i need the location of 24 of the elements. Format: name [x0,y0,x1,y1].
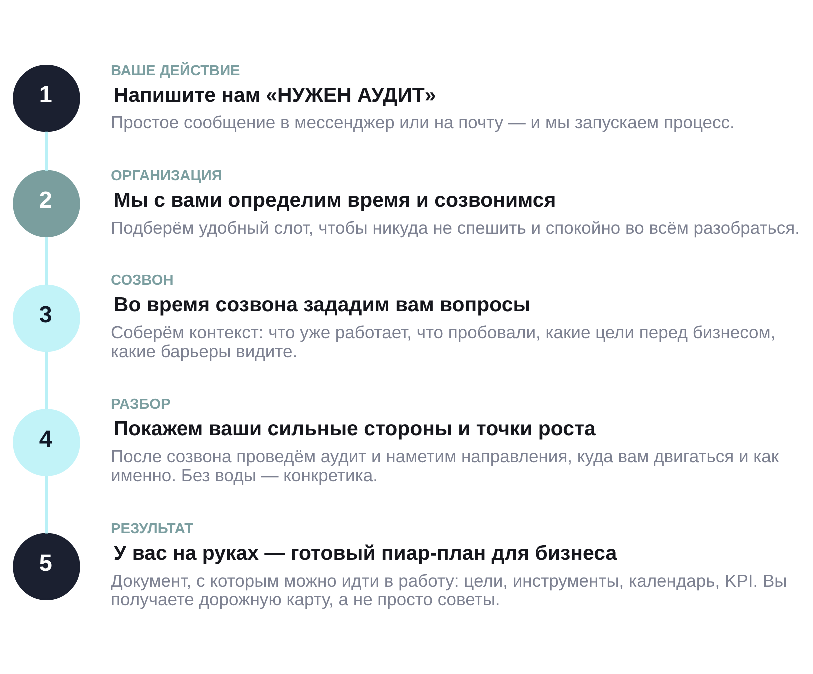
node-label: РЕЗУЛЬТАТ [111,520,194,537]
node-circle: 4 [13,408,80,476]
node-circle: 3 [13,284,80,352]
connector [45,476,48,534]
node-label: Подберём удобный слот, чтобы никуда не спешить и спокойно во всём разобраться. [111,217,800,238]
connector [45,351,48,410]
node-label: Простое сообщение в мессенджер или на почту — и мы запускаем процесс. [111,112,735,132]
connector [45,131,48,170]
connector [45,236,48,286]
node-label: ОРГАНИЗАЦИЯ [111,168,222,184]
node-label: Соберём контекст: что уже работает, что пробовали, какие цели перед бизнесом, какие барьеры видите. [111,322,776,361]
node-label: Мы с вами определим время и созвонимся [114,188,556,212]
node-label: Напишите нам «НУЖЕН АУДИТ» [114,83,436,106]
node-circle: 5 [13,532,80,600]
node-label: ВАШЕ ДЕЙСТВИЕ [111,62,240,79]
node-label: Во время созвона зададим вам вопросы [114,292,531,316]
node-label: СОЗВОН [111,272,174,288]
node-label: После созвона проведём аудит и наметим направления, куда вам двигаться и как именно. Без воды — конкретика. [111,446,780,486]
node-label: У вас на руках — готовый пиар-план для бизнеса [114,541,618,564]
node-circle: 1 [13,64,80,132]
node-circle: 2 [13,170,80,237]
node-label: РАЗБОР [111,396,171,413]
node-label: Документ, с которым можно идти в работу: цели, инструменты, календарь, KPI. Вы получаете дорожную карту, а не просто советы. [111,570,788,610]
node-label: Покажем ваши сильные стороны и точки роста [114,417,596,440]
